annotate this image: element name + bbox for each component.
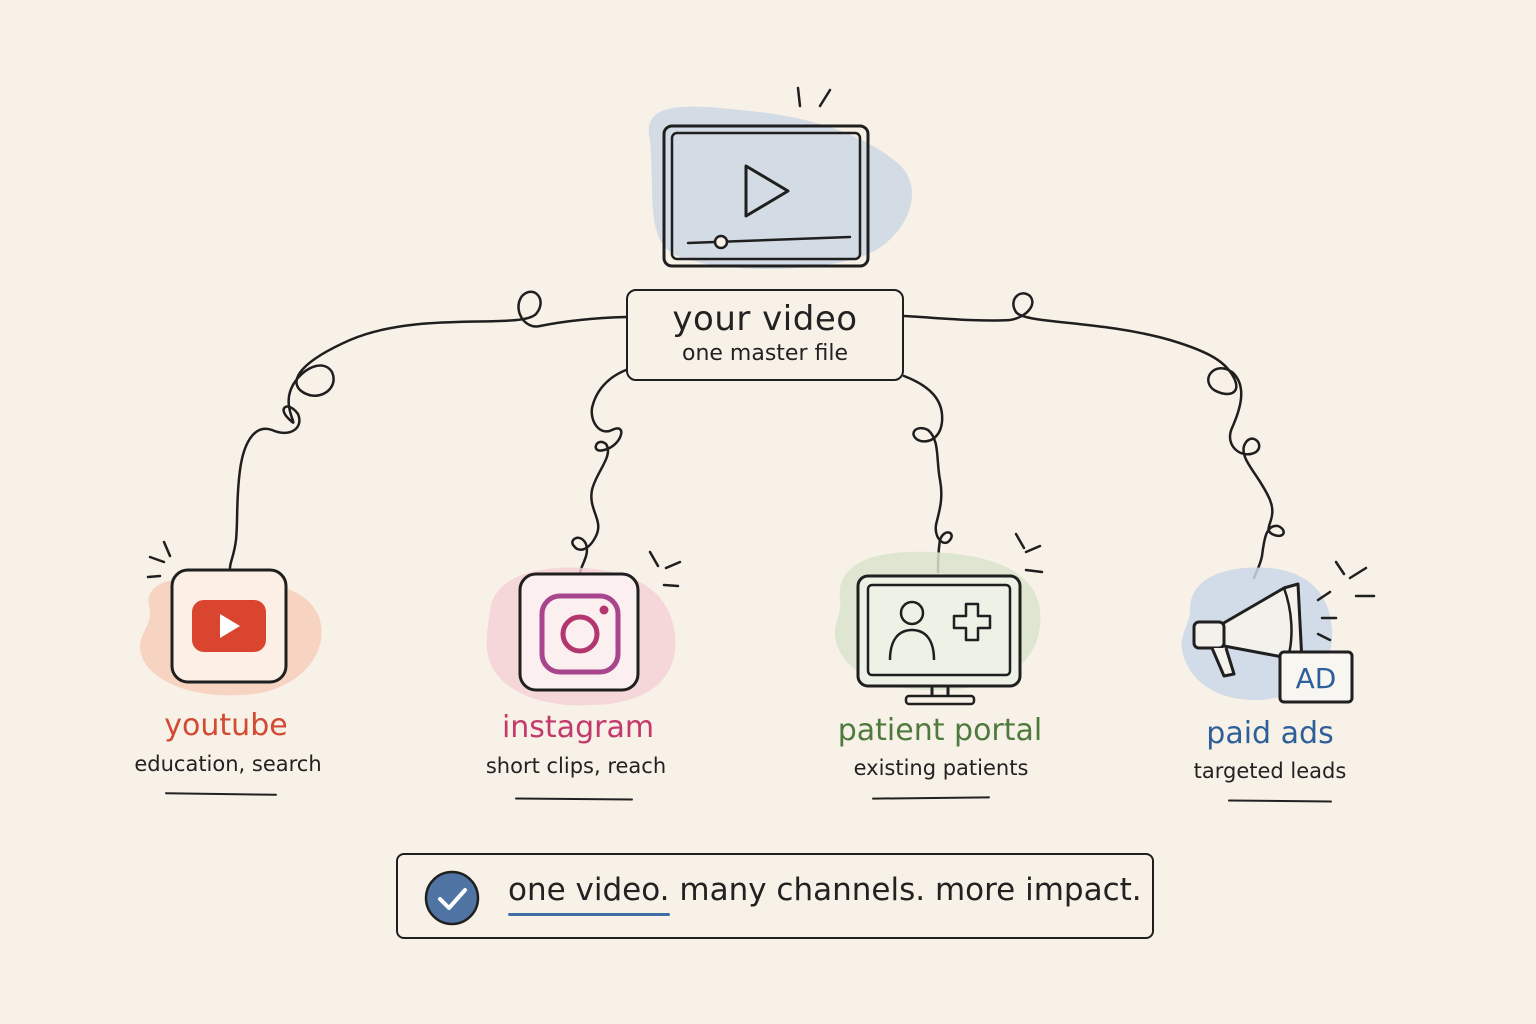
medical-cross-icon (952, 602, 992, 642)
portal-sparks (1014, 532, 1044, 574)
instagram-sparks (648, 550, 682, 588)
banner-rest-text: many channels. more impact. (669, 872, 1142, 908)
hero-frame-outer (662, 124, 870, 268)
instagram-dot (599, 605, 609, 615)
play-icon (744, 164, 790, 218)
monitor-base (904, 694, 976, 706)
youtube-subtitle: education, search (134, 752, 322, 776)
paid-ads-label: paid ads (1206, 716, 1334, 751)
ads-sparks (1316, 560, 1376, 642)
hero-sparks (796, 86, 832, 108)
instagram-frame (518, 572, 640, 692)
youtube-sparks (146, 540, 172, 579)
youtube-label: youtube (164, 708, 288, 743)
megaphone-icon: AD (1181, 560, 1376, 704)
wire-youtube (228, 290, 628, 570)
wire-ads (902, 292, 1285, 580)
master-subtitle: one master file (681, 341, 848, 366)
megaphone-mouth (1192, 620, 1226, 650)
check-circle-icon (424, 870, 480, 926)
megaphone-handle (1210, 647, 1236, 678)
patient-portal-subtitle: existing patients (853, 756, 1029, 780)
monitor-patient-icon (834, 532, 1044, 706)
progress-knob (713, 234, 729, 250)
master-file-box: your video one master file (626, 289, 904, 381)
hero-frame-inner (670, 131, 862, 261)
patient-head (899, 600, 925, 626)
instagram-subtitle: short clips, reach (485, 754, 667, 778)
instagram-icon (486, 550, 682, 706)
banner-highlight-underline (508, 913, 670, 916)
banner-text: one video. many channels. more impact. (508, 872, 1142, 916)
monitor-screen (866, 583, 1012, 677)
video-player-icon (648, 86, 912, 270)
instagram-label: instagram (501, 710, 655, 745)
monitor-frame (856, 574, 1022, 688)
instagram-lens (560, 614, 600, 654)
wire-portal (902, 374, 953, 574)
patient-portal-label: patient portal (837, 713, 1043, 748)
master-title: your video (672, 299, 858, 339)
banner-highlight: one video. (508, 872, 670, 916)
youtube-icon (139, 540, 322, 696)
youtube-play (220, 614, 240, 638)
patient-body (888, 628, 936, 661)
instagram-logo (539, 593, 621, 675)
banner-highlight-text: one video. (508, 872, 670, 908)
wire-instagram (571, 364, 642, 576)
paid-ads-subtitle: targeted leads (1193, 759, 1347, 783)
ad-badge: AD (1296, 662, 1337, 695)
ad-badge-box (1278, 650, 1354, 704)
summary-banner: one video. many channels. more impact. (396, 853, 1154, 939)
